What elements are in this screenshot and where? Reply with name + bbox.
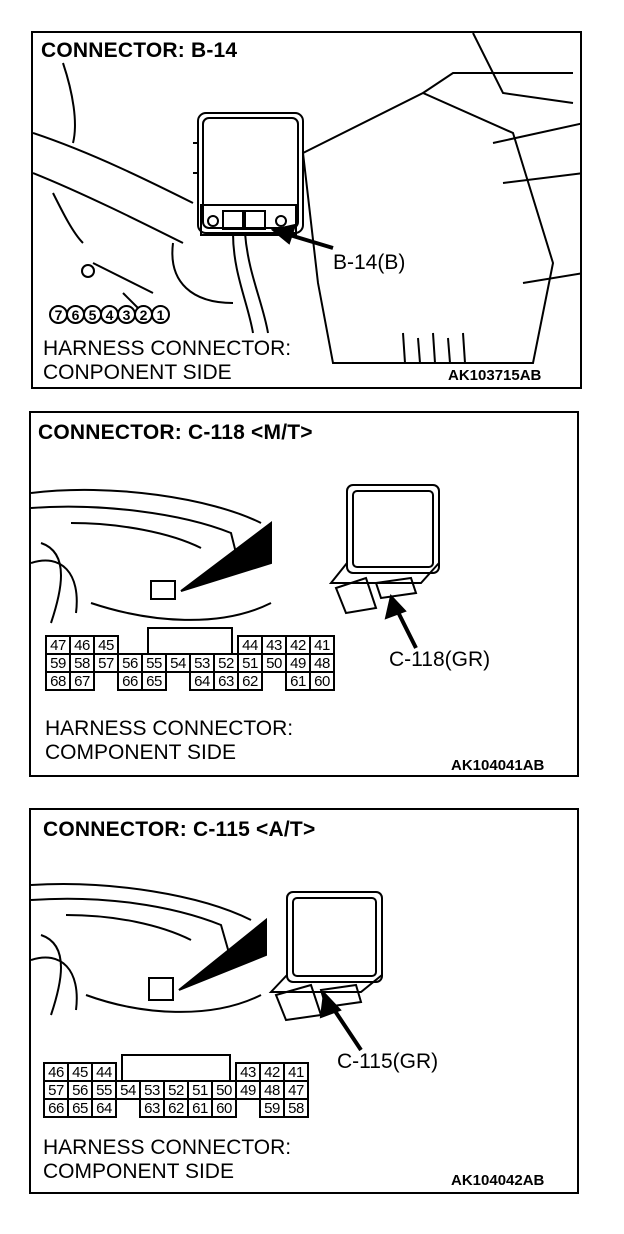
pin-cell: 55 xyxy=(141,653,167,673)
connector-title: CONNECTOR: B-14 xyxy=(41,39,238,62)
pin-cell: 44 xyxy=(237,635,263,655)
engine-bay-illustration xyxy=(33,33,580,364)
dashboard-illustration xyxy=(31,484,440,649)
connector-callout-label: C-118(GR) xyxy=(389,648,491,671)
pin-cell: 59 xyxy=(259,1098,285,1118)
pin-cell: 43 xyxy=(235,1062,261,1082)
pin-cell: 59 xyxy=(45,653,71,673)
caption-line-2: COMPONENT SIDE xyxy=(43,1160,234,1183)
pin-cell: 41 xyxy=(283,1062,309,1082)
pin-cell: 46 xyxy=(69,635,95,655)
pin-cell: 54 xyxy=(165,653,191,673)
pin-layout: 7 6 5 4 3 2 1 xyxy=(49,305,170,324)
pin-cell: 62 xyxy=(237,671,263,691)
pin-cell: 45 xyxy=(93,635,119,655)
pin-cell: 67 xyxy=(69,671,95,691)
connector-title: CONNECTOR: C-118 <M/T> xyxy=(38,421,313,444)
pin-cell: 50 xyxy=(261,653,287,673)
caption-line-1: HARNESS CONNECTOR: xyxy=(45,717,294,740)
connector-callout-label: C-115(GR) xyxy=(337,1050,439,1073)
figure-code: AK104041AB xyxy=(451,757,545,774)
pin-cell: 42 xyxy=(259,1062,285,1082)
pin: 6 xyxy=(66,305,85,324)
connector-callout-label: B-14(B) xyxy=(333,251,406,274)
dashboard-illustration xyxy=(31,883,383,1052)
pin-cell: 53 xyxy=(189,653,215,673)
pin-cell: 54 xyxy=(115,1080,141,1100)
pin-cell: 44 xyxy=(91,1062,117,1082)
pin: 4 xyxy=(100,305,119,324)
pin-cell: 49 xyxy=(235,1080,261,1100)
pin-cell: 60 xyxy=(211,1098,237,1118)
pin-cell: 65 xyxy=(67,1098,93,1118)
cavity-block xyxy=(147,627,233,655)
pin-cell: 58 xyxy=(283,1098,309,1118)
caption-line-2: COMPONENT SIDE xyxy=(45,741,236,764)
pin-cell: 46 xyxy=(43,1062,69,1082)
pin-cell: 56 xyxy=(67,1080,93,1100)
pin-cell: 63 xyxy=(213,671,239,691)
pin-cell: 51 xyxy=(237,653,263,673)
pin-cell: 49 xyxy=(285,653,311,673)
caption-line-1: HARNESS CONNECTOR: xyxy=(43,1136,292,1159)
pin-cell: 52 xyxy=(163,1080,189,1100)
pin-cell: 45 xyxy=(67,1062,93,1082)
pin-cell: 63 xyxy=(139,1098,165,1118)
pin-cell: 61 xyxy=(285,671,311,691)
figure-code: AK104042AB xyxy=(451,1172,545,1189)
pin-cell: 47 xyxy=(283,1080,309,1100)
pin-cell: 64 xyxy=(189,671,215,691)
pin-cell: 42 xyxy=(285,635,311,655)
pin-cell: 61 xyxy=(187,1098,213,1118)
pin-cell: 65 xyxy=(141,671,167,691)
pin: 1 xyxy=(151,305,170,324)
cavity-block xyxy=(121,1054,231,1082)
pin-cell: 66 xyxy=(117,671,143,691)
pin-cell: 52 xyxy=(213,653,239,673)
pin-cell: 48 xyxy=(309,653,335,673)
connector-title: CONNECTOR: C-115 <A/T> xyxy=(43,818,316,841)
pin-cell: 62 xyxy=(163,1098,189,1118)
pin-cell: 51 xyxy=(187,1080,213,1100)
caption-line-2: CONPONENT SIDE xyxy=(43,361,232,384)
pin-cell: 41 xyxy=(309,635,335,655)
pin-cell: 57 xyxy=(93,653,119,673)
pin-cell: 48 xyxy=(259,1080,285,1100)
pin-cell: 56 xyxy=(117,653,143,673)
pin-cell: 60 xyxy=(309,671,335,691)
pin-cell: 43 xyxy=(261,635,287,655)
pin-cell: 58 xyxy=(69,653,95,673)
pin-cell: 53 xyxy=(139,1080,165,1100)
pin-cell: 66 xyxy=(43,1098,69,1118)
connector-panel-b14: CONNECTOR: B-14 B-14(B) 7 6 5 4 3 2 1 HA… xyxy=(31,31,582,389)
pin-cell: 55 xyxy=(91,1080,117,1100)
figure-code: AK103715AB xyxy=(448,367,542,384)
pin-cell: 57 xyxy=(43,1080,69,1100)
pin-cell: 68 xyxy=(45,671,71,691)
caption-line-1: HARNESS CONNECTOR: xyxy=(43,337,292,360)
pin-cell: 64 xyxy=(91,1098,117,1118)
pin-cell: 47 xyxy=(45,635,71,655)
pin-cell: 50 xyxy=(211,1080,237,1100)
